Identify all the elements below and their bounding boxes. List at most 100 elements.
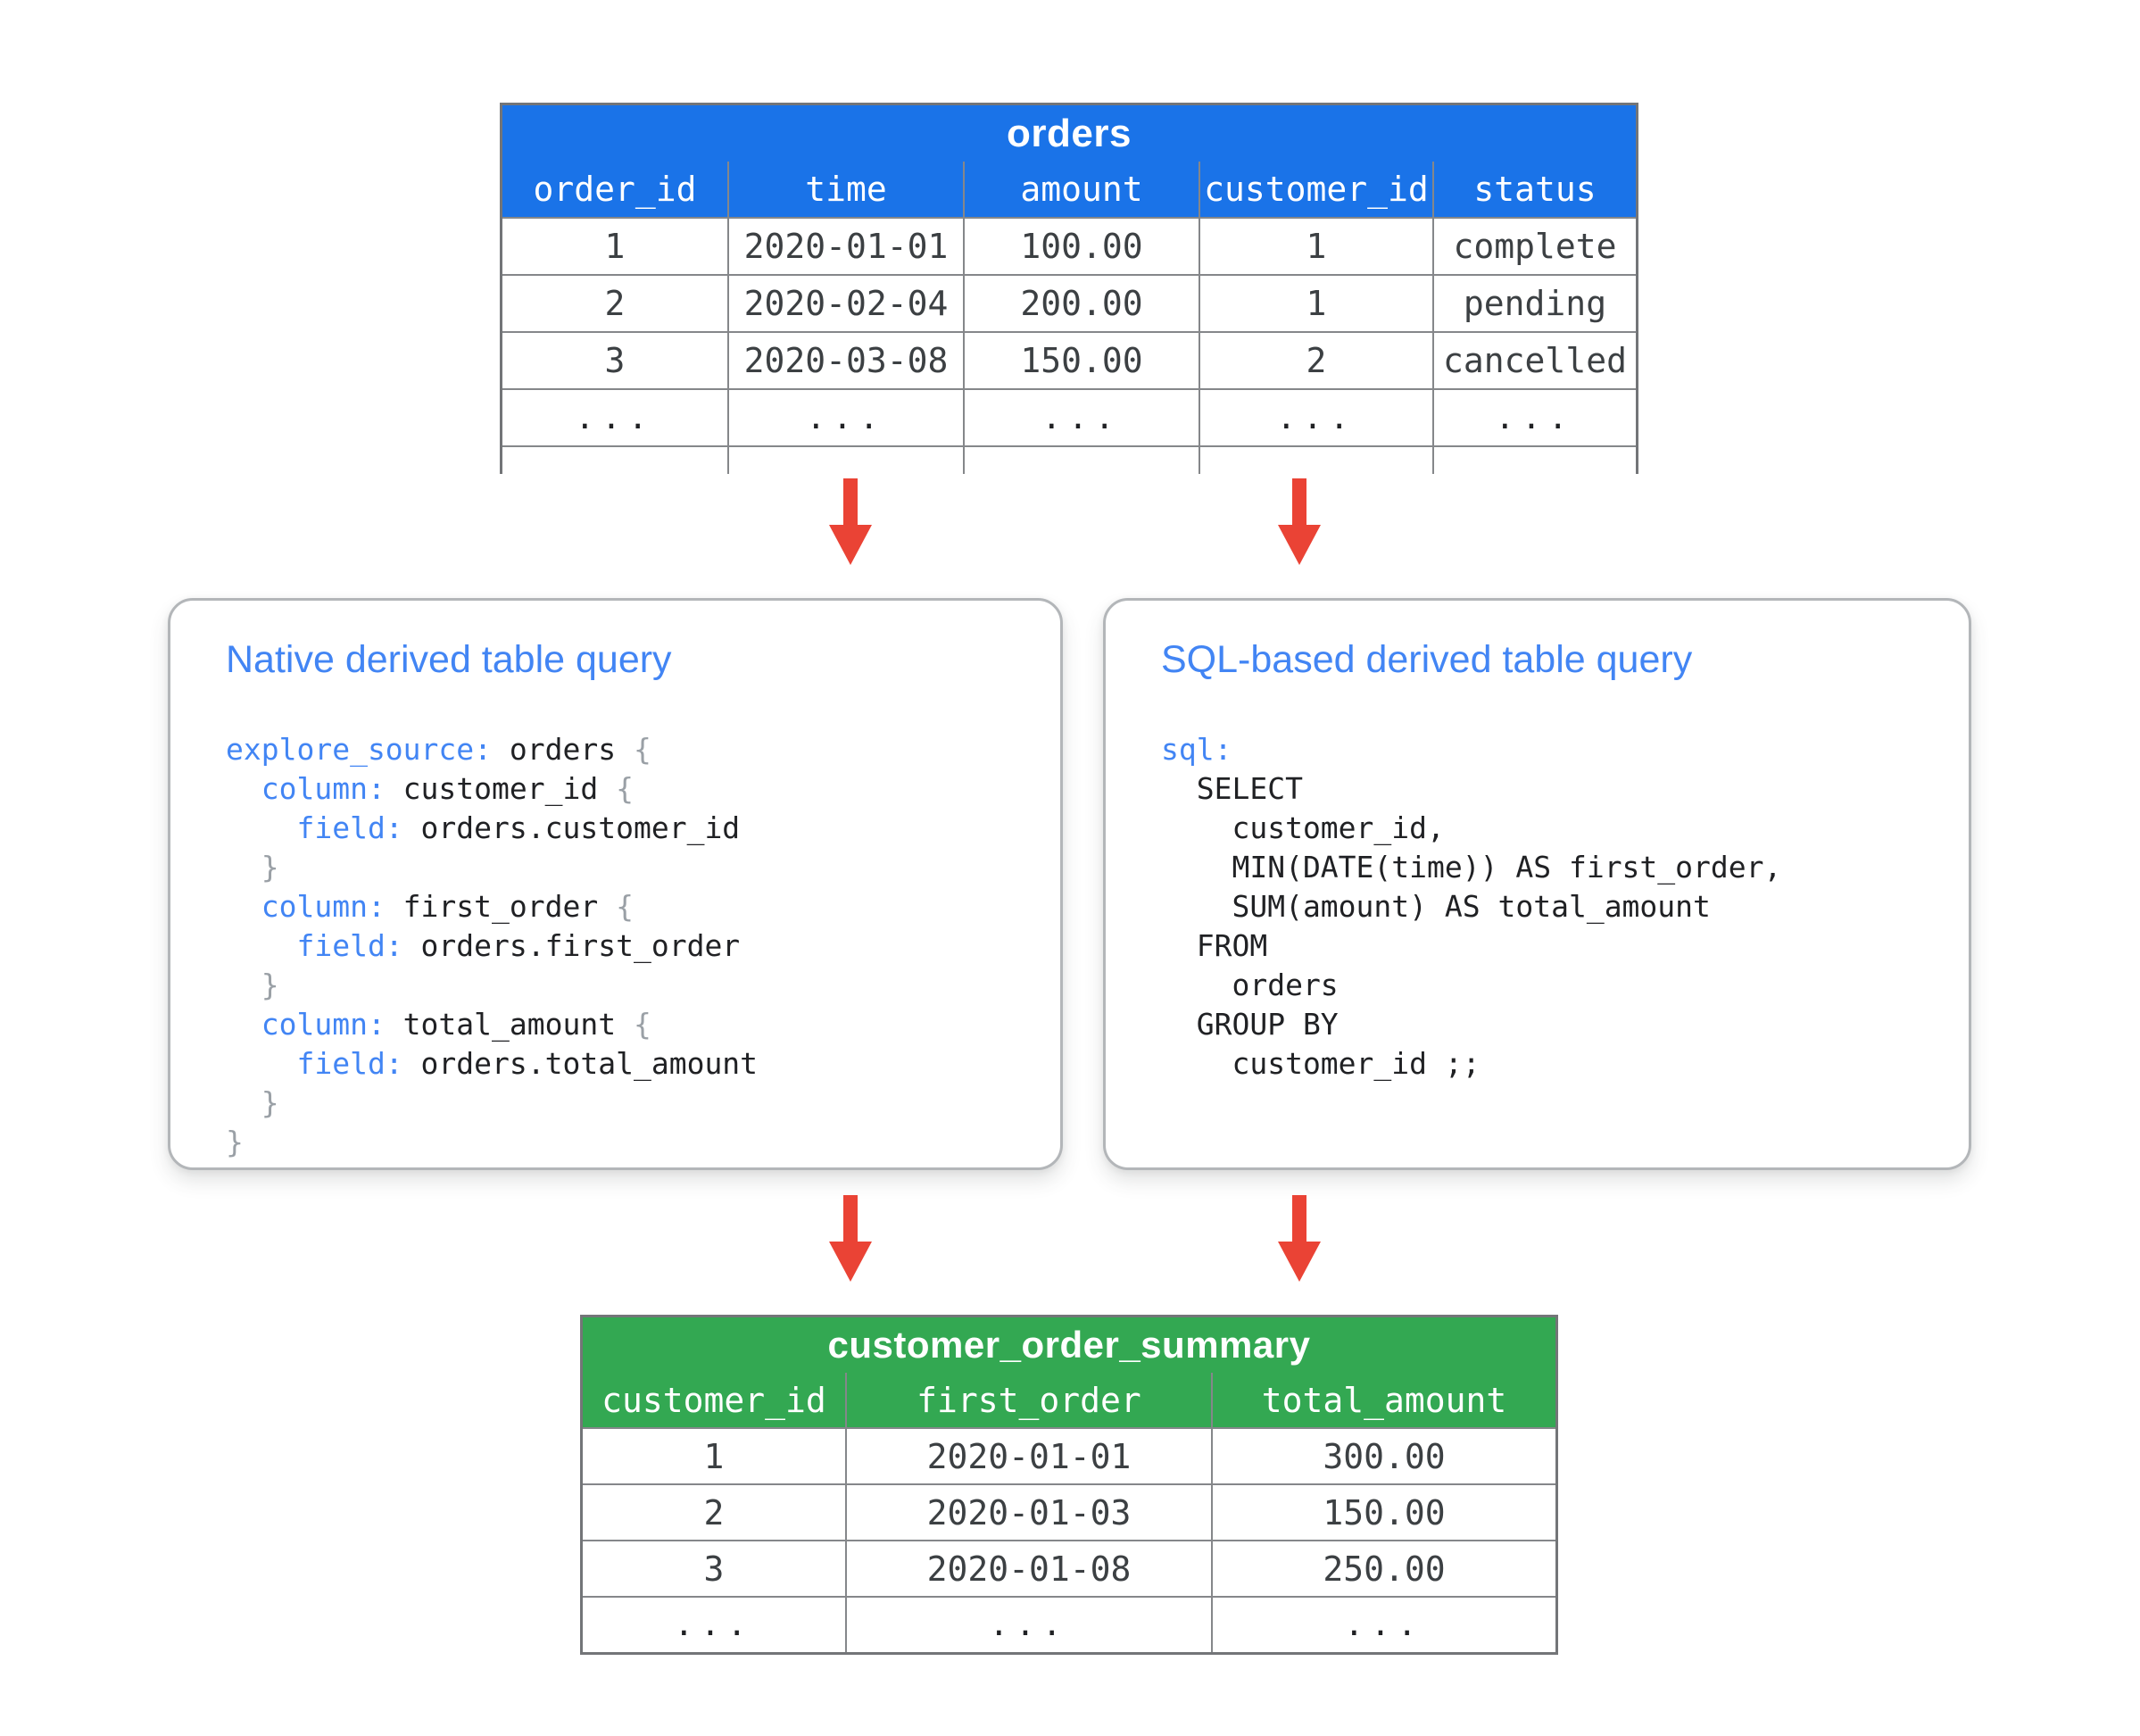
table-cell: 3	[604, 341, 626, 380]
table-cell	[502, 447, 727, 474]
code-line: column: total_amount {	[226, 1007, 651, 1042]
table-cell: ...	[575, 399, 655, 436]
arrow-head	[829, 1242, 872, 1282]
table-cell: 250.00	[1211, 1541, 1555, 1596]
table-cell: 2020-01-01	[727, 219, 963, 274]
table-cell: 2020-03-08	[727, 333, 963, 388]
code-line: }	[226, 1085, 279, 1120]
table-cell: 1	[1199, 219, 1432, 274]
code-line: FROM	[1161, 928, 1268, 963]
column-header-time: time	[727, 162, 963, 217]
orders-table-title-row: orders	[502, 105, 1636, 162]
code-line: sql:	[1161, 732, 1232, 767]
table-cell	[1199, 447, 1432, 474]
red-down-arrow-top-left	[829, 478, 872, 565]
sql-box-title: SQL-based derived table query	[1161, 638, 1693, 681]
table-cell: 2020-01-08	[845, 1541, 1211, 1596]
code-line: field: orders.customer_id	[226, 810, 741, 845]
code-line: column: customer_id {	[226, 771, 634, 806]
column-header-customer-id: customer_id	[1199, 162, 1432, 217]
code-line: field: orders.total_amount	[226, 1046, 759, 1081]
table-cell: 100.00	[963, 219, 1199, 274]
code-line: GROUP BY	[1161, 1007, 1339, 1042]
code-line: }	[226, 850, 279, 885]
summary-row-1: 1 2020-01-01 300.00	[583, 1427, 1555, 1483]
summary-row-3: 3 2020-01-08 250.00	[583, 1540, 1555, 1596]
code-line: column: first_order {	[226, 889, 634, 924]
sql-code-block: sql: SELECT customer_id, MIN(DATE(time))…	[1161, 730, 1781, 1084]
arrow-stem	[843, 478, 858, 527]
native-box-title: Native derived table query	[226, 638, 672, 681]
table-cell	[727, 447, 963, 474]
column-header-amount: amount	[963, 162, 1199, 217]
customer-order-summary-table: customer_order_summary customer_id first…	[580, 1315, 1558, 1655]
column-header-status: status	[1432, 162, 1636, 217]
table-cell: 300.00	[1211, 1429, 1555, 1483]
orders-row-1: 1 2020-01-01 100.00 1 complete	[502, 217, 1636, 274]
code-line: MIN(DATE(time)) AS first_order,	[1161, 850, 1782, 885]
summary-column-header-row: customer_id first_order total_amount	[583, 1373, 1555, 1427]
code-line: }	[226, 1125, 244, 1159]
orders-column-header-row: order_id time amount customer_id status	[502, 162, 1636, 217]
summary-row-2: 2 2020-01-03 150.00	[583, 1483, 1555, 1540]
red-down-arrow-bottom-left	[829, 1195, 872, 1282]
table-cell: 150.00	[963, 333, 1199, 388]
table-cell: 1	[604, 227, 626, 266]
orders-table-title: orders	[1007, 111, 1132, 155]
orders-row-3: 3 2020-03-08 150.00 2 cancelled	[502, 331, 1636, 388]
table-cell: cancelled	[1432, 333, 1636, 388]
red-down-arrow-bottom-right	[1278, 1195, 1321, 1282]
table-cell	[1432, 447, 1636, 474]
table-cell: 1	[703, 1436, 725, 1476]
arrow-stem	[843, 1195, 858, 1243]
table-cell: 2020-02-04	[727, 276, 963, 331]
orders-table: orders order_id time amount customer_id …	[500, 103, 1638, 474]
arrow-stem	[1292, 1195, 1306, 1243]
code-line: SELECT	[1161, 771, 1303, 806]
sql-derived-table-box: SQL-based derived table query sql: SELEC…	[1103, 598, 1971, 1170]
table-cell: 2	[604, 284, 626, 323]
arrow-head	[1278, 525, 1321, 565]
orders-clipped-row	[502, 445, 1636, 474]
arrow-head	[829, 525, 872, 565]
table-cell: 150.00	[1211, 1485, 1555, 1540]
arrow-stem	[1292, 478, 1306, 527]
table-cell: ...	[727, 390, 963, 445]
code-line: explore_source: orders {	[226, 732, 651, 767]
code-line: }	[226, 968, 279, 1002]
table-cell: ...	[1432, 390, 1636, 445]
table-cell: 2	[703, 1492, 725, 1532]
table-cell: ...	[1199, 390, 1432, 445]
summary-ellipsis-row: ... ... ...	[583, 1596, 1555, 1652]
summary-table-title: customer_order_summary	[827, 1324, 1311, 1366]
table-cell: ...	[963, 390, 1199, 445]
arrow-head	[1278, 1242, 1321, 1282]
table-cell: 2020-01-01	[845, 1429, 1211, 1483]
table-cell: 3	[703, 1549, 725, 1589]
code-line: customer_id,	[1161, 810, 1445, 845]
red-down-arrow-top-right	[1278, 478, 1321, 565]
table-cell: 200.00	[963, 276, 1199, 331]
table-cell: ...	[1211, 1598, 1555, 1652]
native-derived-table-box: Native derived table query explore_sourc…	[168, 598, 1063, 1170]
table-cell: ...	[845, 1598, 1211, 1652]
code-line: customer_id ;;	[1161, 1046, 1481, 1081]
table-cell: complete	[1432, 219, 1636, 274]
column-header-first-order: first_order	[845, 1373, 1211, 1427]
column-header-order-id: order_id	[502, 162, 727, 217]
table-cell: 2020-01-03	[845, 1485, 1211, 1540]
column-header-customer-id: customer_id	[583, 1373, 845, 1427]
table-cell: pending	[1432, 276, 1636, 331]
native-code-block: explore_source: orders { column: custome…	[226, 730, 758, 1162]
orders-row-2: 2 2020-02-04 200.00 1 pending	[502, 274, 1636, 331]
summary-table-title-row: customer_order_summary	[583, 1317, 1555, 1373]
column-header-total-amount: total_amount	[1211, 1373, 1555, 1427]
table-cell: ...	[674, 1607, 754, 1643]
table-cell	[963, 447, 1199, 474]
code-line: orders	[1161, 968, 1339, 1002]
code-line: SUM(amount) AS total_amount	[1161, 889, 1711, 924]
table-cell: 1	[1199, 276, 1432, 331]
orders-ellipsis-row: ... ... ... ... ...	[502, 388, 1636, 445]
code-line: field: orders.first_order	[226, 928, 741, 963]
